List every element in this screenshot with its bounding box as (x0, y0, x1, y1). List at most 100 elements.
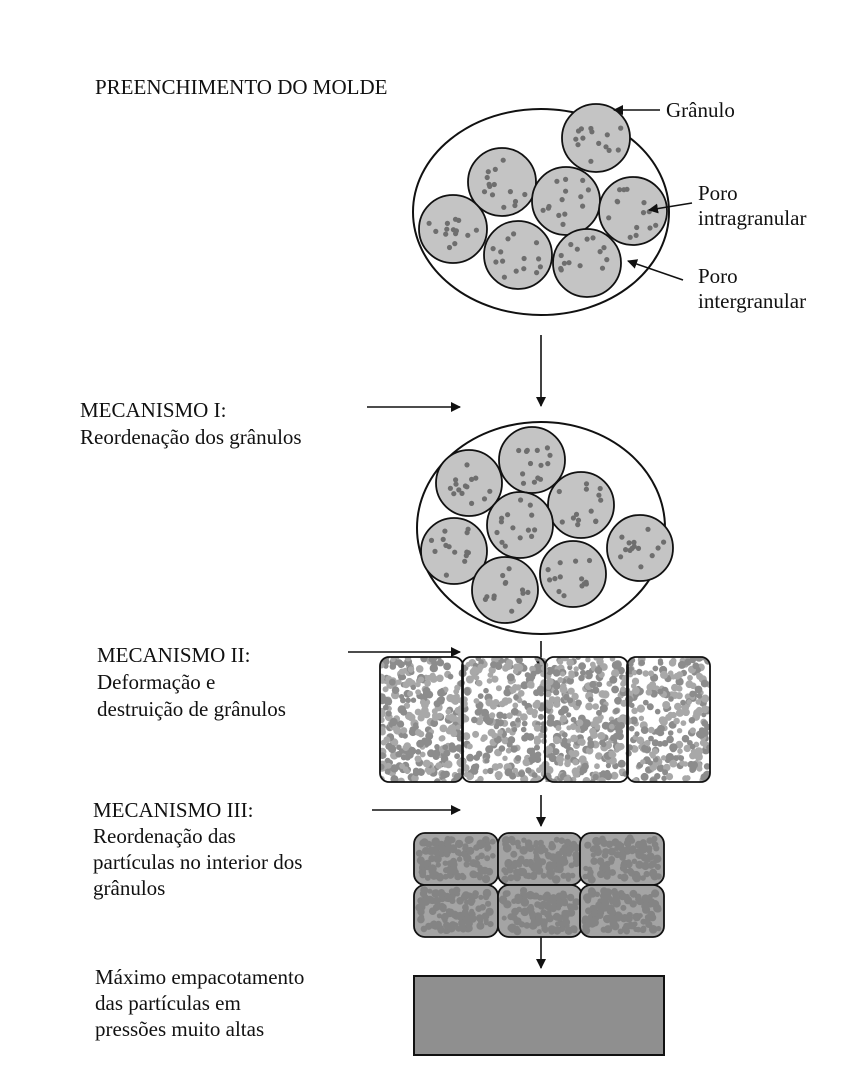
particle (503, 890, 510, 897)
particle (534, 864, 541, 871)
particle (449, 745, 457, 753)
intragranular-pore (518, 535, 523, 540)
granule (487, 492, 553, 558)
intragranular-pore (580, 204, 585, 209)
particle (686, 680, 694, 688)
particle (632, 859, 637, 864)
intragranular-pore (596, 141, 601, 146)
particle (471, 764, 479, 772)
particle (597, 909, 604, 916)
particle (449, 898, 455, 904)
particle (659, 730, 664, 735)
intragranular-pore (452, 550, 457, 555)
particle (567, 697, 573, 703)
particle (575, 700, 582, 707)
particle (485, 699, 493, 707)
particle (594, 842, 599, 847)
particle (541, 665, 547, 671)
granule (472, 557, 538, 623)
granule (548, 472, 614, 538)
particle (620, 681, 626, 687)
particle (425, 841, 432, 848)
particle (405, 769, 410, 774)
particle (420, 699, 426, 705)
particle (492, 733, 498, 739)
granule (499, 427, 565, 493)
particle (515, 927, 520, 932)
particle (566, 851, 572, 857)
particle (538, 732, 544, 738)
particle (534, 725, 541, 732)
particle (561, 855, 567, 861)
intragranular-pore (559, 253, 564, 258)
particle (479, 904, 486, 911)
particle (427, 850, 432, 855)
intragranular-pore (487, 182, 492, 187)
particle (523, 859, 531, 867)
intragranular-pore (516, 598, 521, 603)
particle (484, 758, 489, 763)
particle (639, 846, 647, 854)
particle (445, 709, 451, 715)
intragranular-pore (503, 580, 508, 585)
particle (399, 763, 405, 769)
particle (474, 698, 480, 704)
particle (413, 722, 418, 727)
particle (405, 698, 411, 704)
particle (648, 670, 654, 676)
particle (482, 875, 490, 883)
intragranular-pore (545, 461, 550, 466)
particle (590, 858, 597, 865)
intragranular-pore (503, 544, 508, 549)
particle (520, 887, 527, 894)
particle (669, 743, 677, 751)
particle (437, 659, 444, 666)
particle (494, 750, 499, 755)
intragranular-pore (576, 518, 581, 523)
particle (424, 680, 431, 687)
particle (562, 738, 568, 744)
intragranular-pore (492, 182, 497, 187)
granule (419, 195, 487, 263)
particle (559, 847, 567, 855)
particle (580, 670, 586, 676)
particle (683, 761, 688, 766)
particle (538, 902, 546, 910)
particle (478, 895, 483, 900)
particle (425, 875, 431, 881)
particle (383, 686, 389, 692)
intragranular-pore (522, 192, 527, 197)
particle (640, 927, 647, 934)
intragranular-pore (563, 189, 568, 194)
particle (481, 734, 488, 741)
particle (570, 735, 578, 743)
particle (395, 751, 402, 758)
particle (457, 857, 462, 862)
particle (487, 921, 493, 927)
particle (587, 867, 593, 873)
intragranular-pore (528, 461, 533, 466)
particle (700, 740, 707, 747)
particle (405, 655, 411, 661)
particle (557, 659, 563, 665)
particle (606, 763, 611, 768)
intragranular-pore (508, 189, 513, 194)
particle (627, 861, 633, 867)
particle (696, 707, 703, 714)
particle (476, 680, 483, 687)
particle (416, 850, 423, 857)
callout-inter-l2: intergranular (698, 289, 806, 313)
particle (499, 745, 506, 752)
particle (697, 731, 705, 739)
intragranular-pore (598, 486, 603, 491)
particle (438, 889, 445, 896)
particle (485, 745, 493, 753)
particle (643, 670, 649, 676)
particle (615, 743, 623, 751)
callout-intra-l1: Poro (698, 181, 738, 205)
particle (435, 921, 442, 928)
particle (475, 855, 480, 860)
intragranular-pore (522, 256, 527, 261)
particle (640, 759, 645, 764)
particle (592, 703, 599, 710)
